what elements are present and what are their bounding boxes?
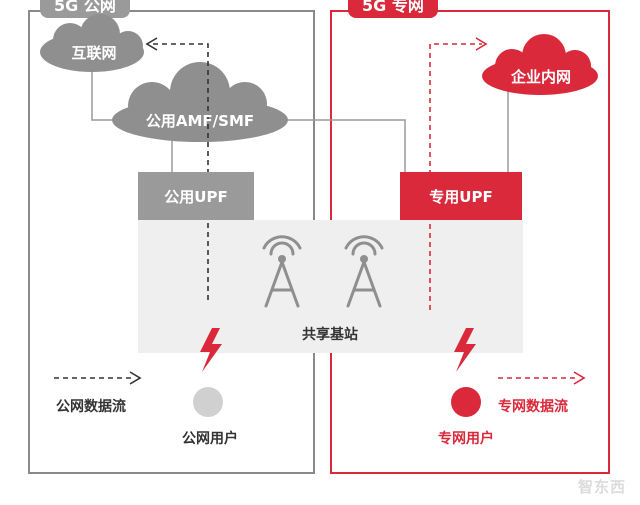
private-network-title: 5G 专网 bbox=[348, 0, 438, 18]
private-lightning-icon bbox=[454, 328, 476, 372]
private-legend-arrowhead bbox=[573, 371, 586, 385]
private-flow-legend-label: 专网数据流 bbox=[498, 399, 568, 415]
amf-private-upf-connector bbox=[275, 119, 406, 172]
shared-base-station-zone bbox=[138, 220, 523, 353]
enterprise-cloud bbox=[482, 34, 598, 95]
internet-cloud-label: 互联网 bbox=[71, 44, 117, 62]
internet-cloud bbox=[40, 14, 144, 72]
shared-station-label: 共享基站 bbox=[302, 327, 358, 343]
private-flow-arrowhead bbox=[475, 37, 488, 51]
public-lightning-icon bbox=[200, 328, 222, 372]
tower-1-node bbox=[278, 255, 286, 263]
tower-icon-1 bbox=[262, 235, 302, 308]
private-user-dot bbox=[451, 387, 481, 417]
private-flow-line bbox=[429, 43, 482, 310]
public-flow-legend-label: 公网数据流 bbox=[56, 399, 126, 415]
amf-smf-cloud-label: 公用AMF/SMF bbox=[145, 112, 255, 130]
public-flow-arrowhead bbox=[145, 37, 158, 51]
private-upf-box: 专用UPF bbox=[400, 172, 522, 220]
watermark-logo: 智东西 bbox=[577, 478, 626, 496]
amf-smf-cloud bbox=[112, 62, 288, 142]
tower-icon-2 bbox=[344, 235, 384, 308]
tower-2-node bbox=[360, 255, 368, 263]
public-upf-box: 公用UPF bbox=[138, 172, 254, 220]
public-network-title: 5G 公网 bbox=[40, 0, 130, 18]
enterprise-cloud-label: 企业内网 bbox=[510, 68, 571, 86]
public-user-dot bbox=[193, 387, 223, 417]
public-user-label: 公网用户 bbox=[182, 431, 238, 447]
private-user-label: 专网用户 bbox=[438, 431, 494, 447]
public-legend-arrowhead bbox=[129, 371, 142, 385]
